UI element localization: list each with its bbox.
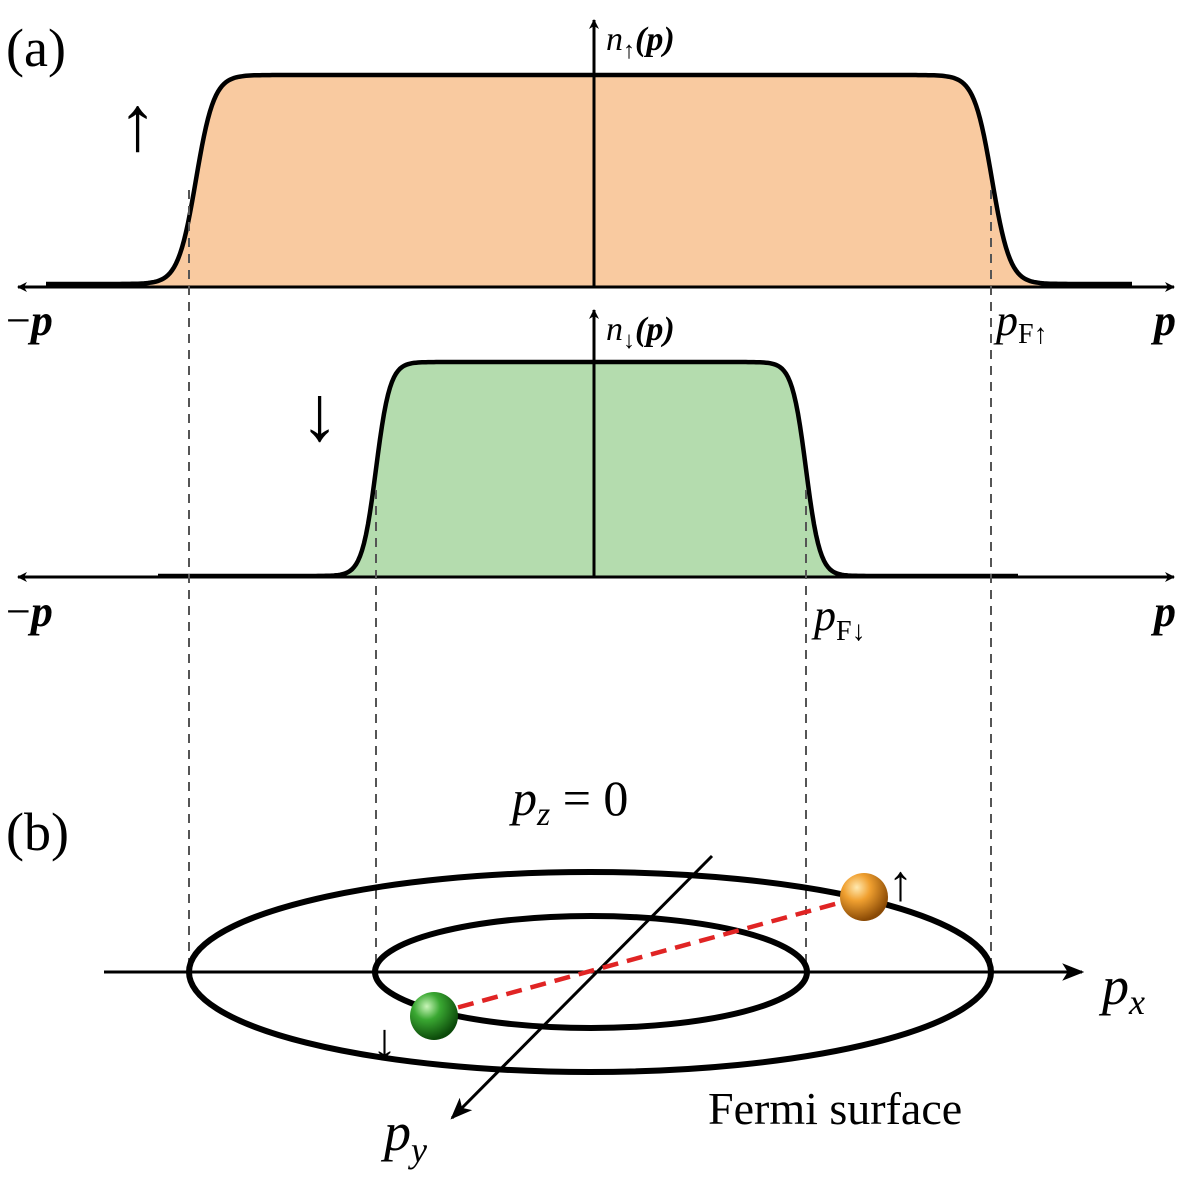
spin-up-curve <box>46 72 1132 287</box>
spin-up-p-label: p <box>1150 296 1176 345</box>
spin-up-fill <box>46 75 1132 287</box>
pz-plane-label: pz = 0 <box>509 770 628 833</box>
px-axis-label: px <box>1098 956 1145 1022</box>
spin-up-n-axis-label: n↑(p) <box>606 21 675 64</box>
spin-down-particle <box>410 992 458 1040</box>
fermi-surface-inner <box>372 913 810 1031</box>
spin-down-distribution <box>17 309 1175 582</box>
fermi-momentum-down-label: pF↓ <box>811 591 866 647</box>
panel-a-label: (a) <box>6 18 66 78</box>
py-axis <box>450 854 714 1120</box>
py-axis-label: py <box>380 1102 427 1170</box>
fermi-momentum-up-label: pF↑ <box>993 296 1048 350</box>
spin-down-arrow-label: ↓ <box>300 370 339 457</box>
spin-down-n-axis-label: n↓(p) <box>606 311 675 354</box>
spin-down-particle-arrow: ↓ <box>372 1013 397 1069</box>
spin-down-minus-p-label: −p <box>6 587 53 636</box>
projection-lines <box>188 190 992 972</box>
spin-up-minus-p-label: −p <box>6 296 53 345</box>
spin-down-fill <box>158 362 1018 577</box>
spin-up-arrow-label: ↑ <box>118 80 157 167</box>
spin-up-distribution <box>17 19 1175 292</box>
spin-down-p-label: p <box>1150 587 1176 636</box>
fermi-surface-outer <box>186 869 994 1075</box>
spin-up-particle-arrow: ↑ <box>888 855 913 911</box>
panel-b-label: (b) <box>6 802 69 862</box>
spin-up-particle <box>840 873 888 921</box>
fermi-surface-label: Fermi surface <box>708 1083 962 1134</box>
